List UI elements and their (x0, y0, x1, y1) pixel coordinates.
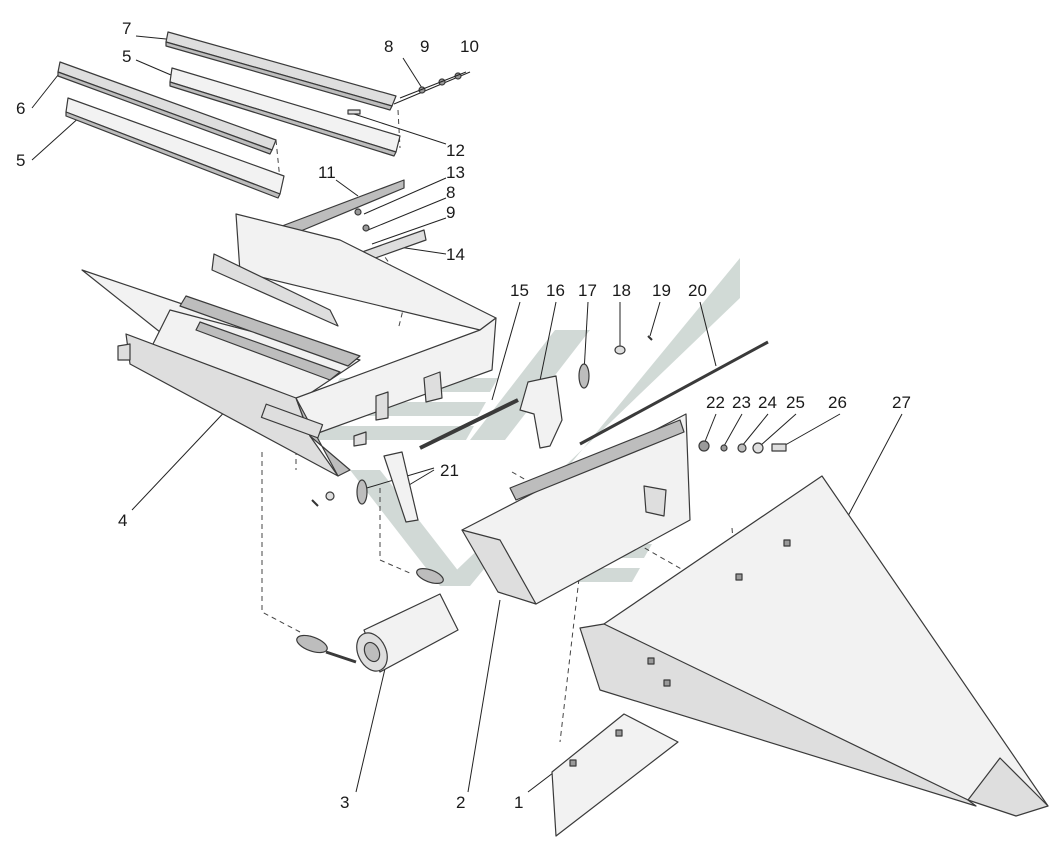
watermark-stripe (308, 426, 474, 440)
callout-3: 3 (340, 793, 349, 812)
callout-12: 12 (446, 141, 465, 160)
callout-8: 8 (384, 37, 393, 56)
part-11-plate (281, 179, 405, 239)
callout-13: 13 (446, 163, 465, 182)
callout-11: 11 (318, 163, 336, 182)
callout-27: 27 (892, 393, 911, 412)
part-20-rod (579, 340, 769, 446)
part-2-carrier (461, 413, 691, 605)
part-5-strip-upper (169, 67, 401, 157)
part-27-deflector (579, 475, 1049, 817)
callout-6: 6 (16, 99, 25, 118)
part-3-cylinder (296, 568, 459, 673)
callout-4: 4 (118, 511, 127, 530)
callout-24: 24 (758, 393, 777, 412)
callout-15: 15 (510, 281, 529, 300)
callout-8: 8 (446, 183, 455, 202)
part-5-strip-lower (65, 97, 285, 199)
callout-18: 18 (612, 281, 631, 300)
callout-25: 25 (786, 393, 805, 412)
fasteners-top (347, 71, 467, 115)
callout-9: 9 (446, 203, 455, 222)
callout-20: 20 (688, 281, 707, 300)
callout-9: 9 (420, 37, 429, 56)
part-6-rail (57, 61, 277, 155)
callout-labels: 7 5 6 5 8 9 10 12 11 13 8 9 14 15 16 17 … (16, 19, 911, 812)
part-21-bracket (311, 451, 419, 523)
fasteners-22-26 (698, 440, 787, 454)
callout-10: 10 (460, 37, 479, 56)
callout-17: 17 (578, 281, 597, 300)
callout-1: 1 (514, 793, 523, 812)
part-15-shaft (419, 398, 519, 450)
callout-23: 23 (732, 393, 751, 412)
callout-14: 14 (446, 245, 465, 264)
callout-26: 26 (828, 393, 847, 412)
callout-5: 5 (122, 47, 131, 66)
part-4-frame (81, 213, 497, 477)
callout-5: 5 (16, 151, 25, 170)
callout-16: 16 (546, 281, 565, 300)
callout-22: 22 (706, 393, 725, 412)
part-1-blade (551, 713, 679, 837)
callout-19: 19 (652, 281, 671, 300)
parts-17-19-spring (578, 335, 653, 389)
callout-21: 21 (440, 461, 459, 480)
callout-7: 7 (122, 19, 131, 38)
leader-lines (31, 35, 903, 793)
part-16-bracket (519, 375, 563, 449)
callout-2: 2 (456, 793, 465, 812)
part-7-rail (165, 31, 397, 111)
